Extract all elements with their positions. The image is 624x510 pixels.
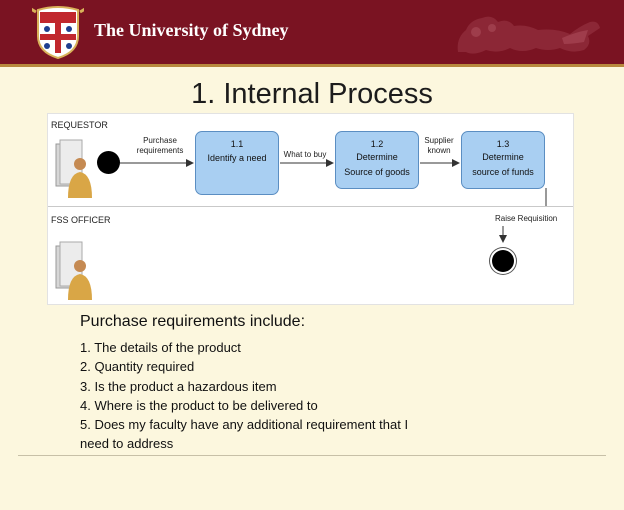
flow-label-line: Supplier bbox=[424, 136, 453, 145]
list-item: need to address bbox=[80, 434, 408, 453]
list-item: 4. Where is the product to be delivered … bbox=[80, 396, 408, 415]
process-label: Identify a need bbox=[196, 153, 278, 163]
process-number: 1.3 bbox=[462, 139, 544, 149]
footer-rule bbox=[18, 455, 606, 456]
slide-title: 1. Internal Process bbox=[0, 78, 624, 111]
content-block: Purchase requirements include: 1. The de… bbox=[80, 313, 408, 454]
end-node bbox=[492, 250, 514, 272]
process-1-2: 1.2 Determine Source of goods bbox=[335, 131, 419, 189]
flow-label-raise-requisition: Raise Requisition bbox=[495, 214, 571, 224]
process-label-line1: Determine bbox=[462, 152, 544, 162]
process-label-line2: Source of goods bbox=[336, 167, 418, 177]
flow-label-supplier-known: Supplier known bbox=[419, 136, 459, 156]
flow-label-purchase-requirements: Purchase requirements bbox=[130, 136, 190, 156]
start-node bbox=[97, 151, 120, 174]
process-number: 1.1 bbox=[196, 139, 278, 149]
process-1-1: 1.1 Identify a need bbox=[195, 131, 279, 195]
list-item: 5. Does my faculty have any additional r… bbox=[80, 415, 408, 434]
flow-label-line: requirements bbox=[137, 146, 184, 155]
process-label-line1: Determine bbox=[336, 152, 418, 162]
process-1-3: 1.3 Determine source of funds bbox=[461, 131, 545, 189]
university-crest-icon bbox=[32, 6, 84, 60]
flow-label-what-to-buy: What to buy bbox=[280, 150, 330, 160]
list-item: 2. Quantity required bbox=[80, 357, 408, 376]
university-name: The University of Sydney bbox=[94, 20, 289, 41]
content-intro: Purchase requirements include: bbox=[80, 313, 408, 331]
list-item: 1. The details of the product bbox=[80, 338, 408, 357]
list-item: 3. Is the product a hazardous item bbox=[80, 377, 408, 396]
flow-label-line: Purchase bbox=[143, 136, 177, 145]
flow-label-line: known bbox=[427, 146, 450, 155]
process-label-line2: source of funds bbox=[462, 167, 544, 177]
header-band: The University of Sydney bbox=[0, 0, 624, 64]
process-diagram: REQUESTOR FSS OFFICER Purchase requireme… bbox=[47, 113, 574, 305]
header-rule bbox=[0, 64, 624, 67]
process-number: 1.2 bbox=[336, 139, 418, 149]
lion-emblem-icon bbox=[452, 8, 602, 58]
